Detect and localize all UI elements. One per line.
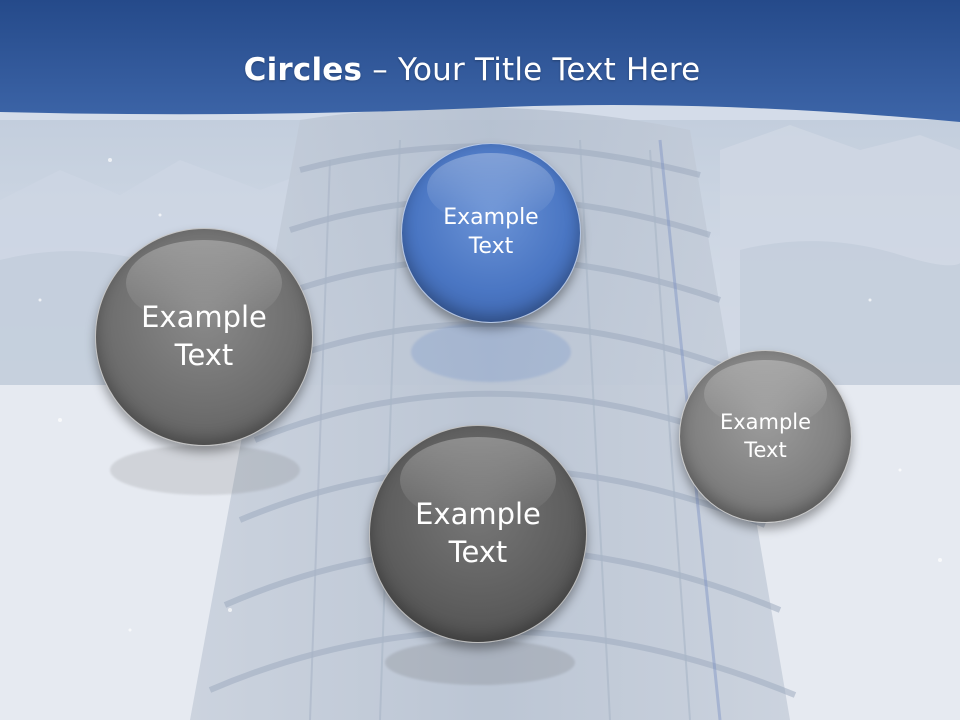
circle-reflection [411, 322, 571, 382]
title-bold: Circles [243, 52, 363, 88]
slide-title: Circles – Your Title Text Here [0, 52, 944, 88]
title-rest: – Your Title Text Here [362, 52, 701, 88]
header-band [0, 0, 960, 122]
circle-reflection [385, 640, 575, 685]
circle-reflection [110, 445, 300, 495]
